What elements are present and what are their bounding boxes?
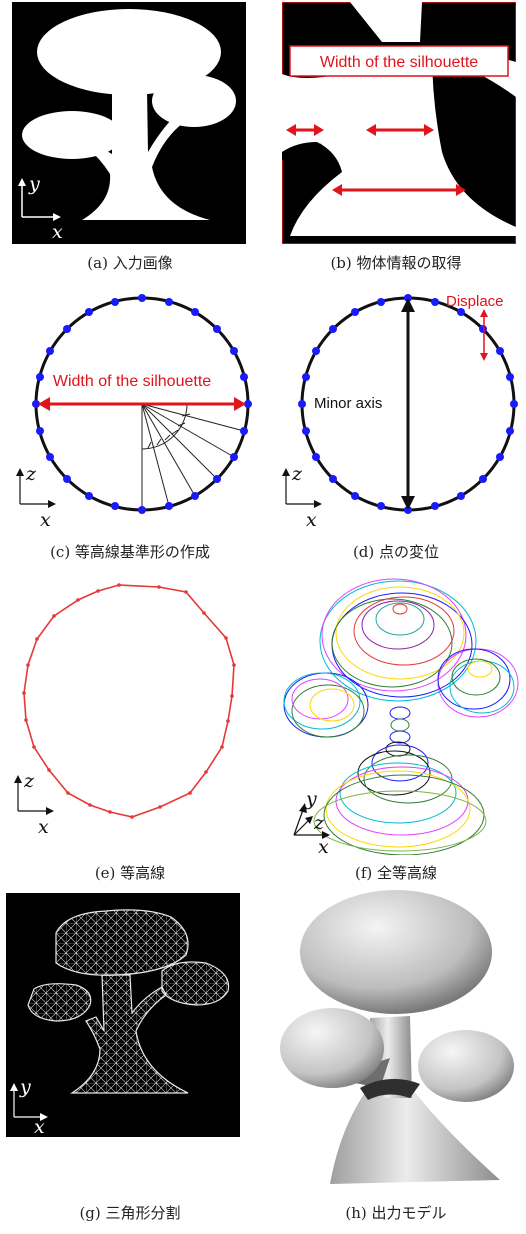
- axis-indicator: z x: [16, 463, 56, 531]
- caption-f: (f) 全等高線: [354, 864, 438, 882]
- caption-b: (b) 物体情報の取得: [330, 254, 462, 272]
- base-shape-diagram: Width of the silhouette z x: [16, 294, 252, 531]
- minor-axis-label-bg: [312, 391, 402, 413]
- angle-ticks: [147, 413, 191, 449]
- displace-arrow: [480, 309, 488, 361]
- axis-label-z: z: [23, 770, 35, 792]
- axis-label-x: x: [38, 816, 49, 838]
- axis-indicator: z x: [14, 770, 54, 838]
- contour-points: [32, 294, 252, 514]
- axis-label-x: x: [52, 221, 63, 243]
- panel-h-output-model: [270, 888, 522, 1188]
- axis-label-x: x: [34, 1116, 45, 1137]
- triangle-mesh: [27, 909, 230, 1094]
- output-model-render: [280, 890, 514, 1184]
- displacement-diagram: Minor axis Displace z x: [282, 293, 518, 531]
- annotation-width-label: Width of the silhouette: [320, 54, 478, 71]
- axis-label-z: z: [25, 463, 37, 485]
- right-cap: [418, 1030, 514, 1102]
- panel-c-base-shape: Width of the silhouette z x: [12, 286, 262, 536]
- contour-vertices: [22, 583, 236, 819]
- panel-e-contour: z x: [4, 575, 254, 841]
- contour-points: [298, 294, 518, 514]
- triangulation-image: y x: [6, 893, 240, 1137]
- minor-axis-label: Minor axis: [314, 395, 382, 412]
- annotation-width-label: Width of the silhouette: [53, 373, 211, 390]
- axis-indicator: y x: [18, 173, 63, 243]
- axis-indicator: z x: [282, 463, 322, 531]
- left-cap: [280, 1008, 384, 1088]
- panel-g-triangulation: y x: [6, 893, 240, 1137]
- displace-label: Displace: [446, 293, 504, 310]
- caption-c: (c) 等高線基準形の作成: [50, 543, 210, 561]
- caption-a: (a) 入力画像: [87, 254, 173, 272]
- top-cap: [300, 890, 492, 1014]
- axis-label-y: y: [19, 1076, 31, 1098]
- axis-label-x: x: [40, 509, 51, 531]
- axis-indicator: y x: [10, 1076, 48, 1137]
- zoomed-silhouette: Width of the silhouette: [282, 2, 516, 244]
- contour-polygon: [23, 584, 235, 818]
- axis-label-y: y: [28, 173, 40, 195]
- axis-label-z: z: [313, 812, 325, 834]
- axis-indicator: [293, 803, 330, 839]
- axis-label-x: x: [318, 836, 329, 855]
- panel-f-all-contours: y z x: [280, 573, 524, 855]
- panel-b-object-info: Width of the silhouette: [282, 2, 516, 244]
- axis-label-y: y: [305, 788, 317, 810]
- caption-h: (h) 出力モデル: [345, 1204, 447, 1222]
- annotation-box: [289, 45, 509, 77]
- panel-a-input-image: y x: [12, 2, 246, 244]
- panel-d-point-displacement: Minor axis Displace z x: [278, 286, 518, 536]
- contour-diagram: z x: [14, 583, 236, 838]
- width-arrow: [38, 397, 246, 411]
- caption-d: (d) 点の変位: [352, 543, 440, 561]
- width-arrows: [286, 124, 466, 196]
- axis-label-x: x: [306, 509, 317, 531]
- caption-e: (e) 等高線: [94, 864, 166, 882]
- axis-label-z: z: [291, 463, 303, 485]
- all-contours-diagram: y z x: [283, 578, 519, 855]
- caption-g: (g) 三角形分割: [79, 1204, 181, 1222]
- silhouette-image: y x: [12, 2, 246, 244]
- contour-stack: [283, 578, 519, 855]
- minor-axis-arrow: [401, 298, 415, 510]
